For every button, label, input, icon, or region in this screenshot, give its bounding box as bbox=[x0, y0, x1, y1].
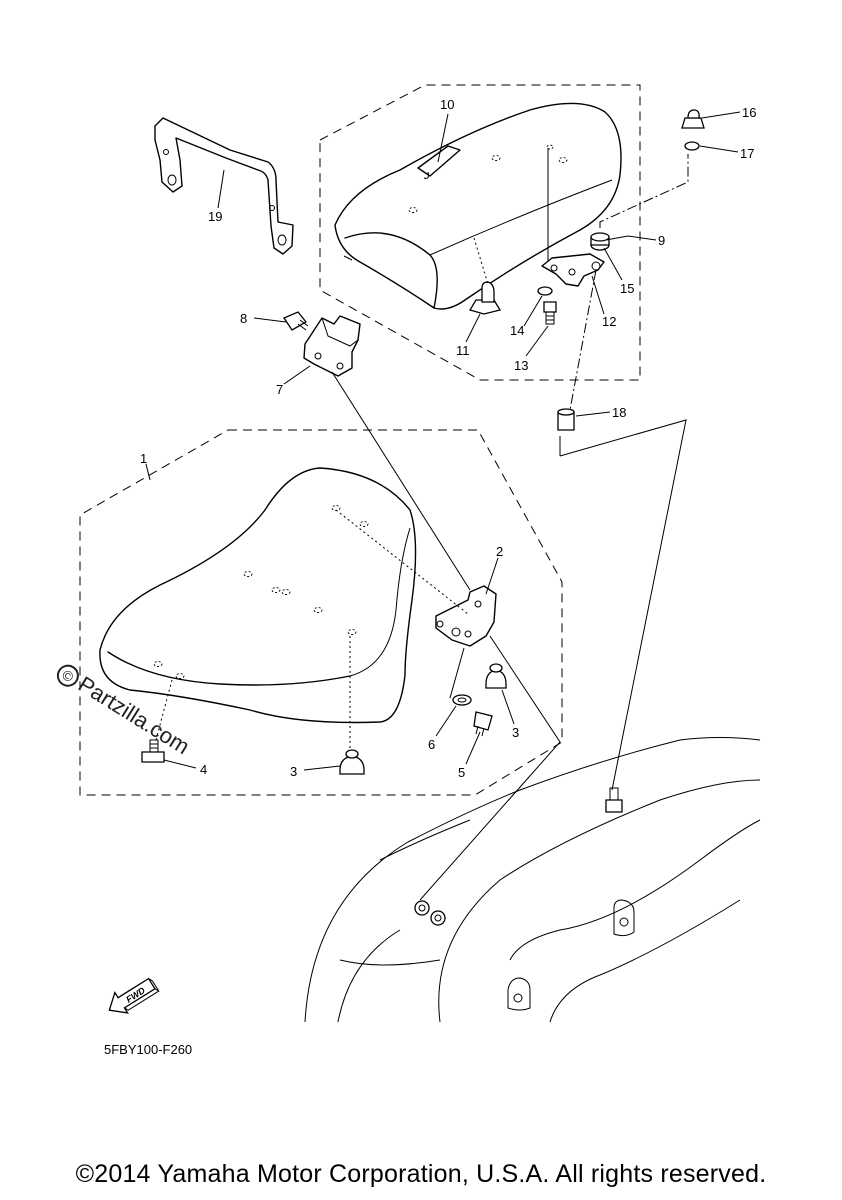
callout-9: 9 bbox=[658, 233, 665, 248]
callout-2: 2 bbox=[496, 544, 503, 559]
washer-17-part bbox=[684, 141, 700, 151]
damper-3b-part bbox=[339, 749, 365, 775]
callout-15: 15 bbox=[620, 281, 634, 296]
bracket-part bbox=[541, 253, 605, 287]
callout-19: 19 bbox=[208, 209, 222, 224]
callout-6: 6 bbox=[428, 737, 435, 752]
rider-seat-part bbox=[99, 467, 417, 724]
bolt-4-part bbox=[141, 739, 165, 763]
washer-6-part bbox=[452, 694, 472, 706]
collar-part bbox=[557, 408, 575, 431]
damper-3a-part bbox=[485, 663, 507, 689]
bolt-8-part bbox=[283, 311, 309, 331]
callout-17: 17 bbox=[740, 146, 754, 161]
rider-seat-group-outline bbox=[79, 429, 563, 796]
nut-part bbox=[681, 109, 705, 129]
bolt-5-part bbox=[473, 711, 493, 737]
bolt-part bbox=[543, 301, 557, 325]
diagram-code: 5FBY100-F260 bbox=[104, 1042, 193, 1057]
washer-part bbox=[537, 286, 553, 296]
leader-lines bbox=[145, 111, 741, 771]
copyright-notice: ©2014 Yamaha Motor Corporation, U.S.A. A… bbox=[75, 1160, 767, 1188]
callout-1: 1 bbox=[140, 451, 147, 466]
callout-11: 11 bbox=[456, 343, 470, 358]
damper-part bbox=[469, 281, 502, 315]
callout-14: 14 bbox=[510, 323, 524, 338]
callout-16: 16 bbox=[742, 105, 756, 120]
passenger-seat-part bbox=[334, 102, 622, 310]
callout-4: 4 bbox=[200, 762, 207, 777]
bracket-7-part bbox=[303, 315, 361, 377]
grab-bar-part bbox=[154, 117, 294, 255]
fwd-arrow-icon: FWD bbox=[108, 977, 160, 1014]
callout-18: 18 bbox=[612, 405, 626, 420]
callout-3b: 3 bbox=[290, 764, 297, 779]
callout-7: 7 bbox=[276, 382, 283, 397]
callout-8: 8 bbox=[240, 311, 247, 326]
callout-12: 12 bbox=[602, 314, 616, 329]
callout-13: 13 bbox=[514, 358, 528, 373]
bracket-2-part bbox=[435, 585, 497, 647]
callout-5: 5 bbox=[458, 765, 465, 780]
grommet-part bbox=[590, 232, 610, 251]
rear-fender-part bbox=[304, 737, 761, 1023]
callout-10: 10 bbox=[440, 97, 454, 112]
callout-3a: 3 bbox=[512, 725, 519, 740]
